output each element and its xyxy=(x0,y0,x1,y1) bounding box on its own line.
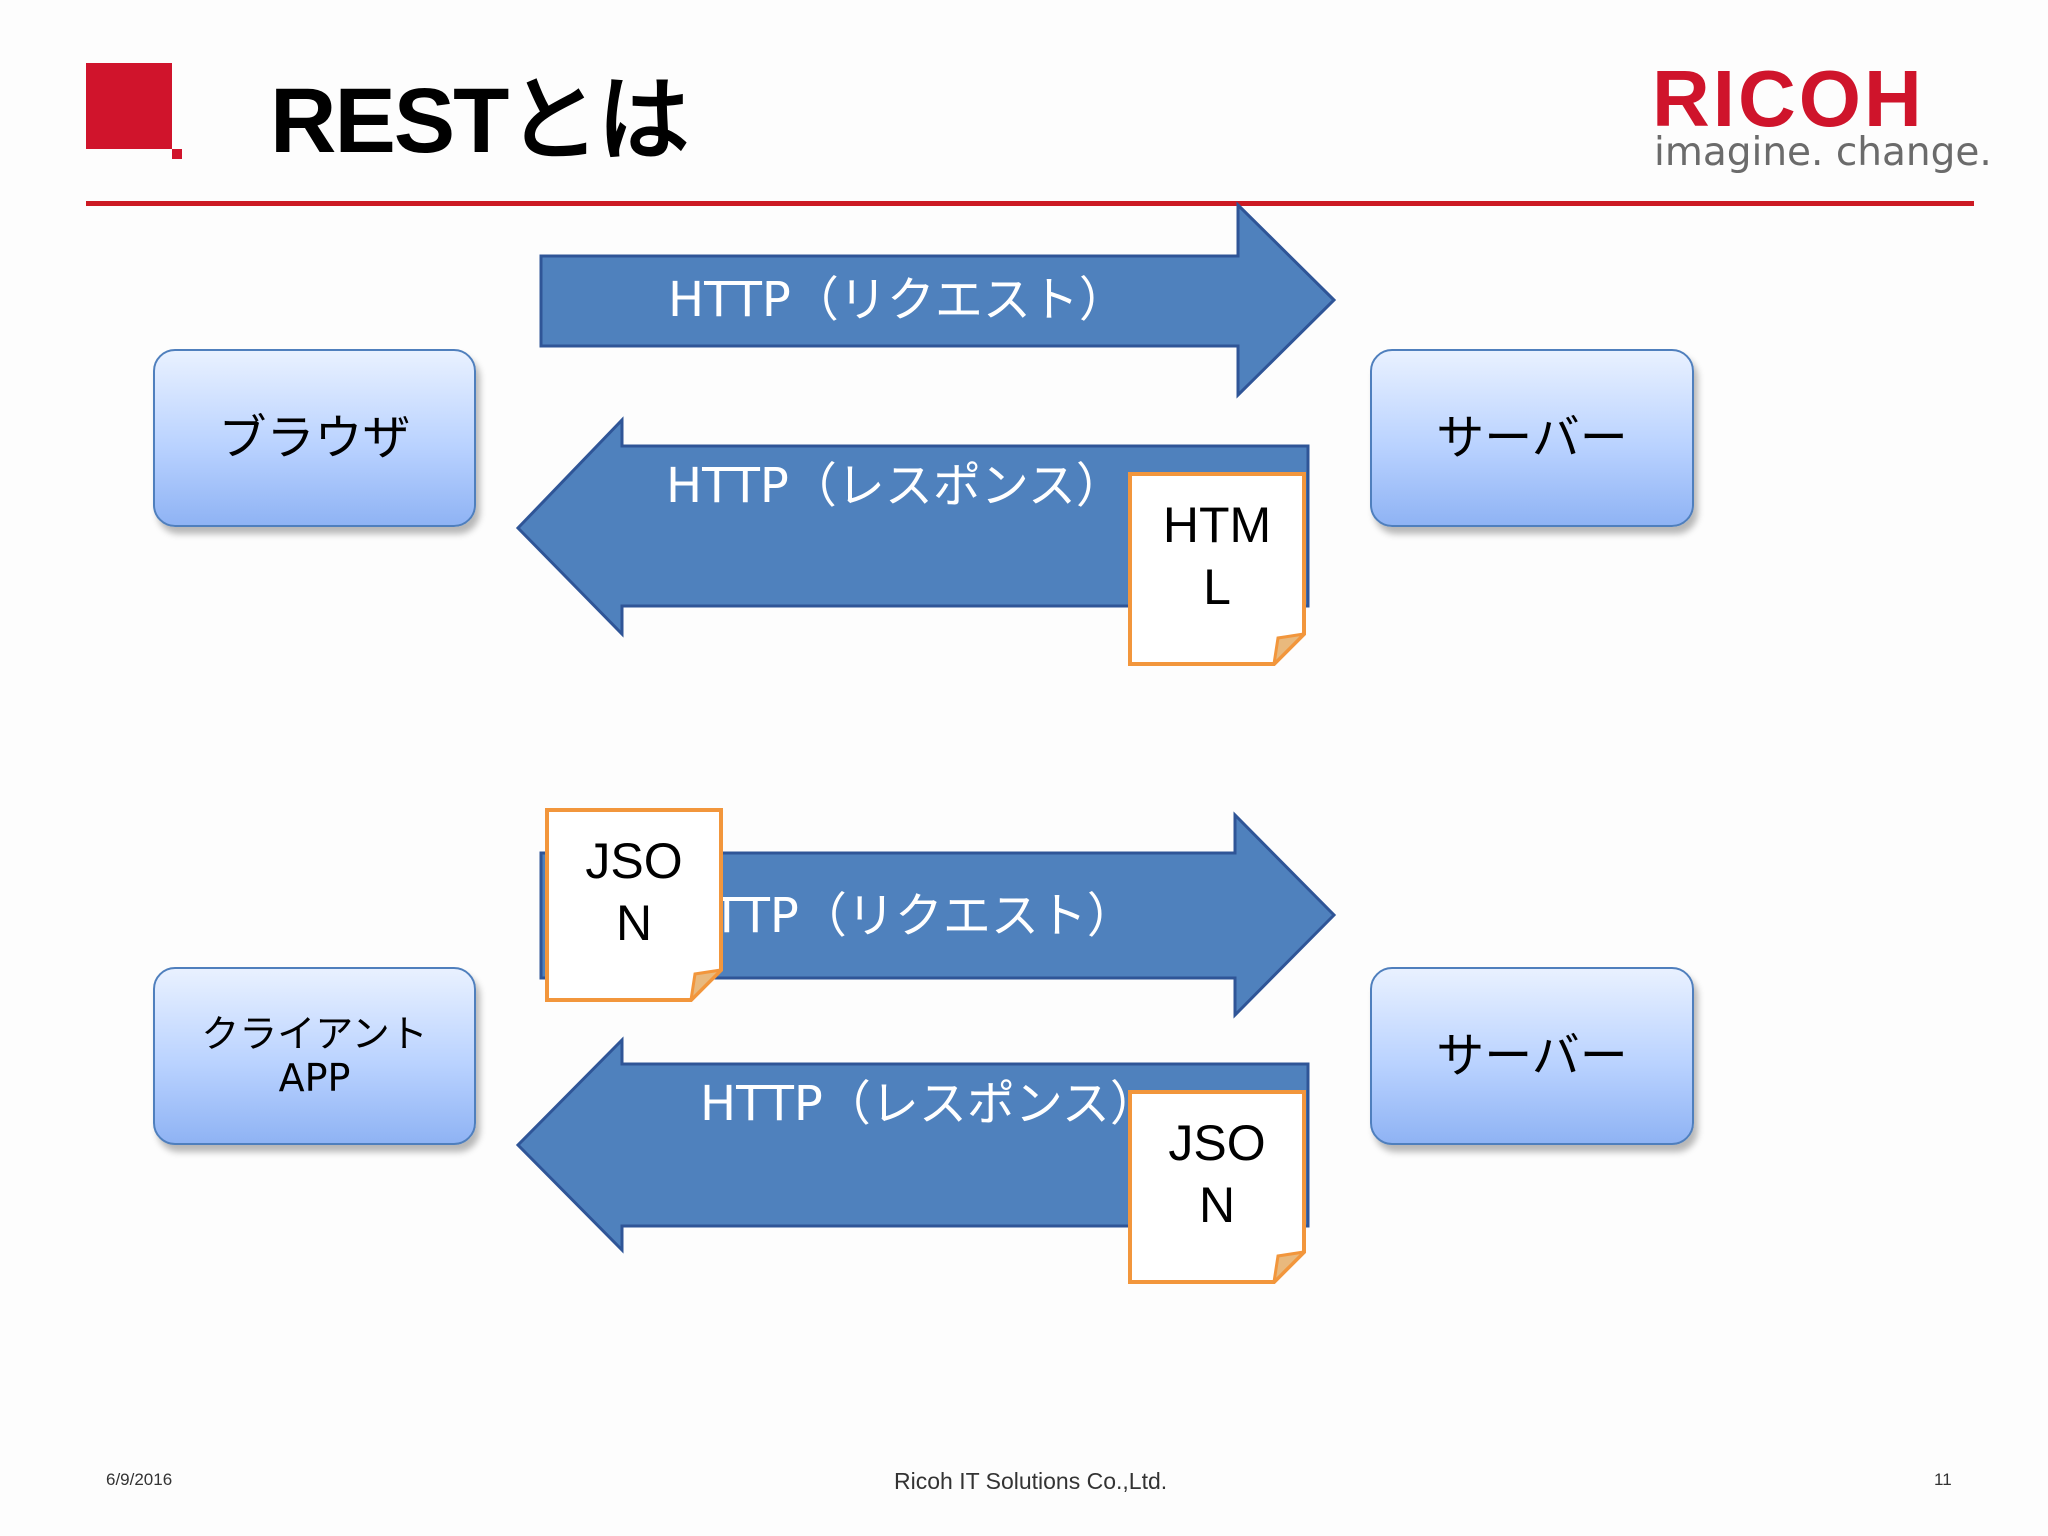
footer-company: Ricoh IT Solutions Co.,Ltd. xyxy=(894,1468,1168,1494)
top-request-arrow xyxy=(539,201,1337,399)
server-node-bottom: サーバー xyxy=(1370,967,1694,1145)
bottom-response-label: HTTP（レスポンス） xyxy=(700,1076,1158,1132)
json-request-line1: JSO xyxy=(585,833,683,889)
json-response-line1: JSO xyxy=(1168,1115,1266,1171)
top-response-label: HTTP（レスポンス） xyxy=(666,458,1124,514)
html-document-line2: L xyxy=(1203,559,1231,615)
top-request-label: HTTP（リクエスト） xyxy=(668,272,1127,328)
title-marker-dot xyxy=(172,149,182,159)
html-document: HTM L xyxy=(1128,472,1306,666)
document-icon xyxy=(545,808,723,1002)
document-icon xyxy=(1128,1090,1306,1284)
json-response-document: JSO N xyxy=(1128,1090,1306,1284)
bottom-request-label: HTTP（リクエスト） xyxy=(676,888,1135,944)
ricoh-tagline: imagine. change. xyxy=(1654,130,1992,175)
server-node-top: サーバー xyxy=(1370,349,1694,527)
json-request-line2: N xyxy=(615,895,653,951)
browser-node: ブラウザ xyxy=(153,349,476,527)
title-marker xyxy=(86,63,172,149)
slide-title: RESTとは xyxy=(270,70,689,172)
ricoh-logo: RICOH xyxy=(1652,54,1925,143)
server-label-bottom: サーバー xyxy=(1436,1028,1628,1084)
html-document-line1: HTM xyxy=(1162,497,1272,553)
client-app-label-line1: クライアント xyxy=(201,1012,428,1056)
browser-label: ブラウザ xyxy=(218,410,411,466)
client-app-label-line2: APP xyxy=(278,1056,351,1100)
server-label-top: サーバー xyxy=(1436,410,1628,466)
client-app-node: クライアント APP xyxy=(153,967,476,1145)
footer-page-number: 11 xyxy=(1934,1470,1952,1489)
title-divider xyxy=(86,201,1974,206)
document-icon xyxy=(1128,472,1306,666)
footer-date: 6/9/2016 xyxy=(106,1470,173,1489)
json-response-line2: N xyxy=(1198,1177,1236,1233)
json-request-document: JSO N xyxy=(545,808,723,1002)
